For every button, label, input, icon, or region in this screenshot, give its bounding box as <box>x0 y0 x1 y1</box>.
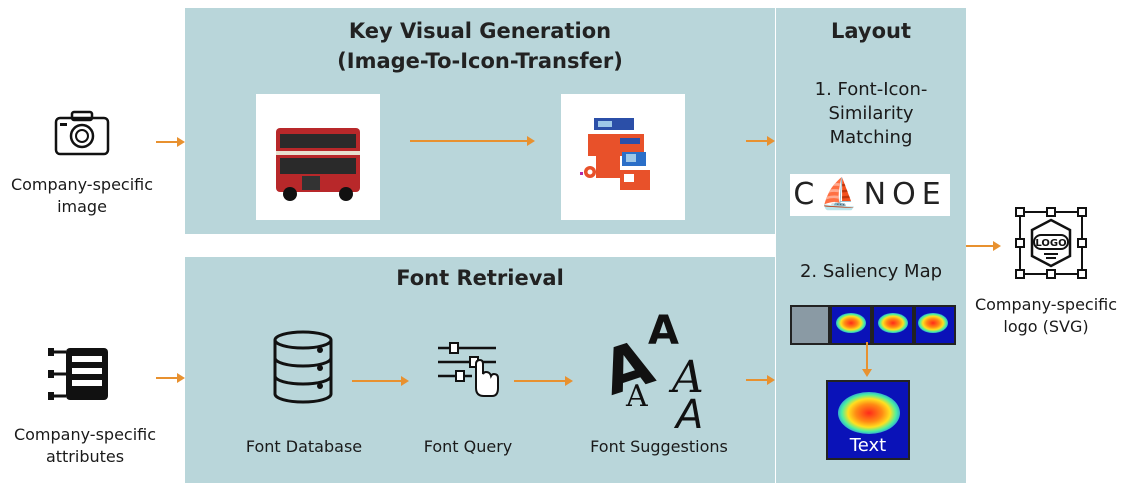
database-icon <box>273 330 333 404</box>
svg-text:A: A <box>625 379 648 414</box>
bus-icon-result <box>580 118 650 190</box>
svg-text:A: A <box>673 392 703 438</box>
key-visual-title: Key Visual Generation (Image-To-Icon-Tra… <box>337 19 623 73</box>
arrow-db-to-query <box>352 376 409 386</box>
saliency-thumb-1 <box>830 305 872 345</box>
bus-image <box>276 128 360 201</box>
arrow-keyvisual-to-layout <box>746 136 775 146</box>
font-database-label: Font Database <box>245 437 363 456</box>
saliency-thumb-2 <box>872 305 914 345</box>
logo-text: LOGO <box>1035 238 1066 249</box>
logo-output-label: Company-specific logo (SVG) <box>974 295 1118 336</box>
font-suggestions-letters: A A A A A <box>593 308 704 438</box>
arrow-photo-to-icon <box>410 136 535 146</box>
saliency-thumb-photo <box>790 305 830 345</box>
saliency-thumb-3 <box>914 305 956 345</box>
layout-step1-label: 1. Font-Icon- Similarity Matching <box>814 79 928 148</box>
arrow-image-to-keyvisual <box>156 137 185 147</box>
svg-text:A: A <box>668 352 704 403</box>
attributes-database-icon <box>48 348 108 400</box>
svg-text:A: A <box>648 308 679 354</box>
font-retrieval-title: Font Retrieval <box>396 266 564 290</box>
sliders-query-icon <box>438 342 499 397</box>
arrow-layout-to-logo <box>966 241 1001 251</box>
saliency-result: Text <box>826 380 910 460</box>
layout-title: Layout <box>830 19 911 43</box>
layout-step2-label: 2. Saliency Map <box>799 261 943 282</box>
canoe-font-sample: C⛵NOE <box>790 174 950 216</box>
arrow-attributes-to-font <box>156 373 185 383</box>
arrow-query-to-suggestions <box>514 376 573 386</box>
font-query-label: Font Query <box>423 437 513 456</box>
attributes-input-label: Company-specific attributes <box>13 425 157 466</box>
arrow-saliency-down <box>862 342 872 377</box>
arrow-font-to-layout <box>746 375 775 385</box>
image-input-label: Company-specific image <box>10 175 154 216</box>
font-suggestions-label: Font Suggestions <box>590 437 728 456</box>
camera-icon <box>54 110 110 156</box>
logo-svg-icon: LOGO <box>1015 207 1087 279</box>
saliency-text-label: Text <box>849 435 887 456</box>
